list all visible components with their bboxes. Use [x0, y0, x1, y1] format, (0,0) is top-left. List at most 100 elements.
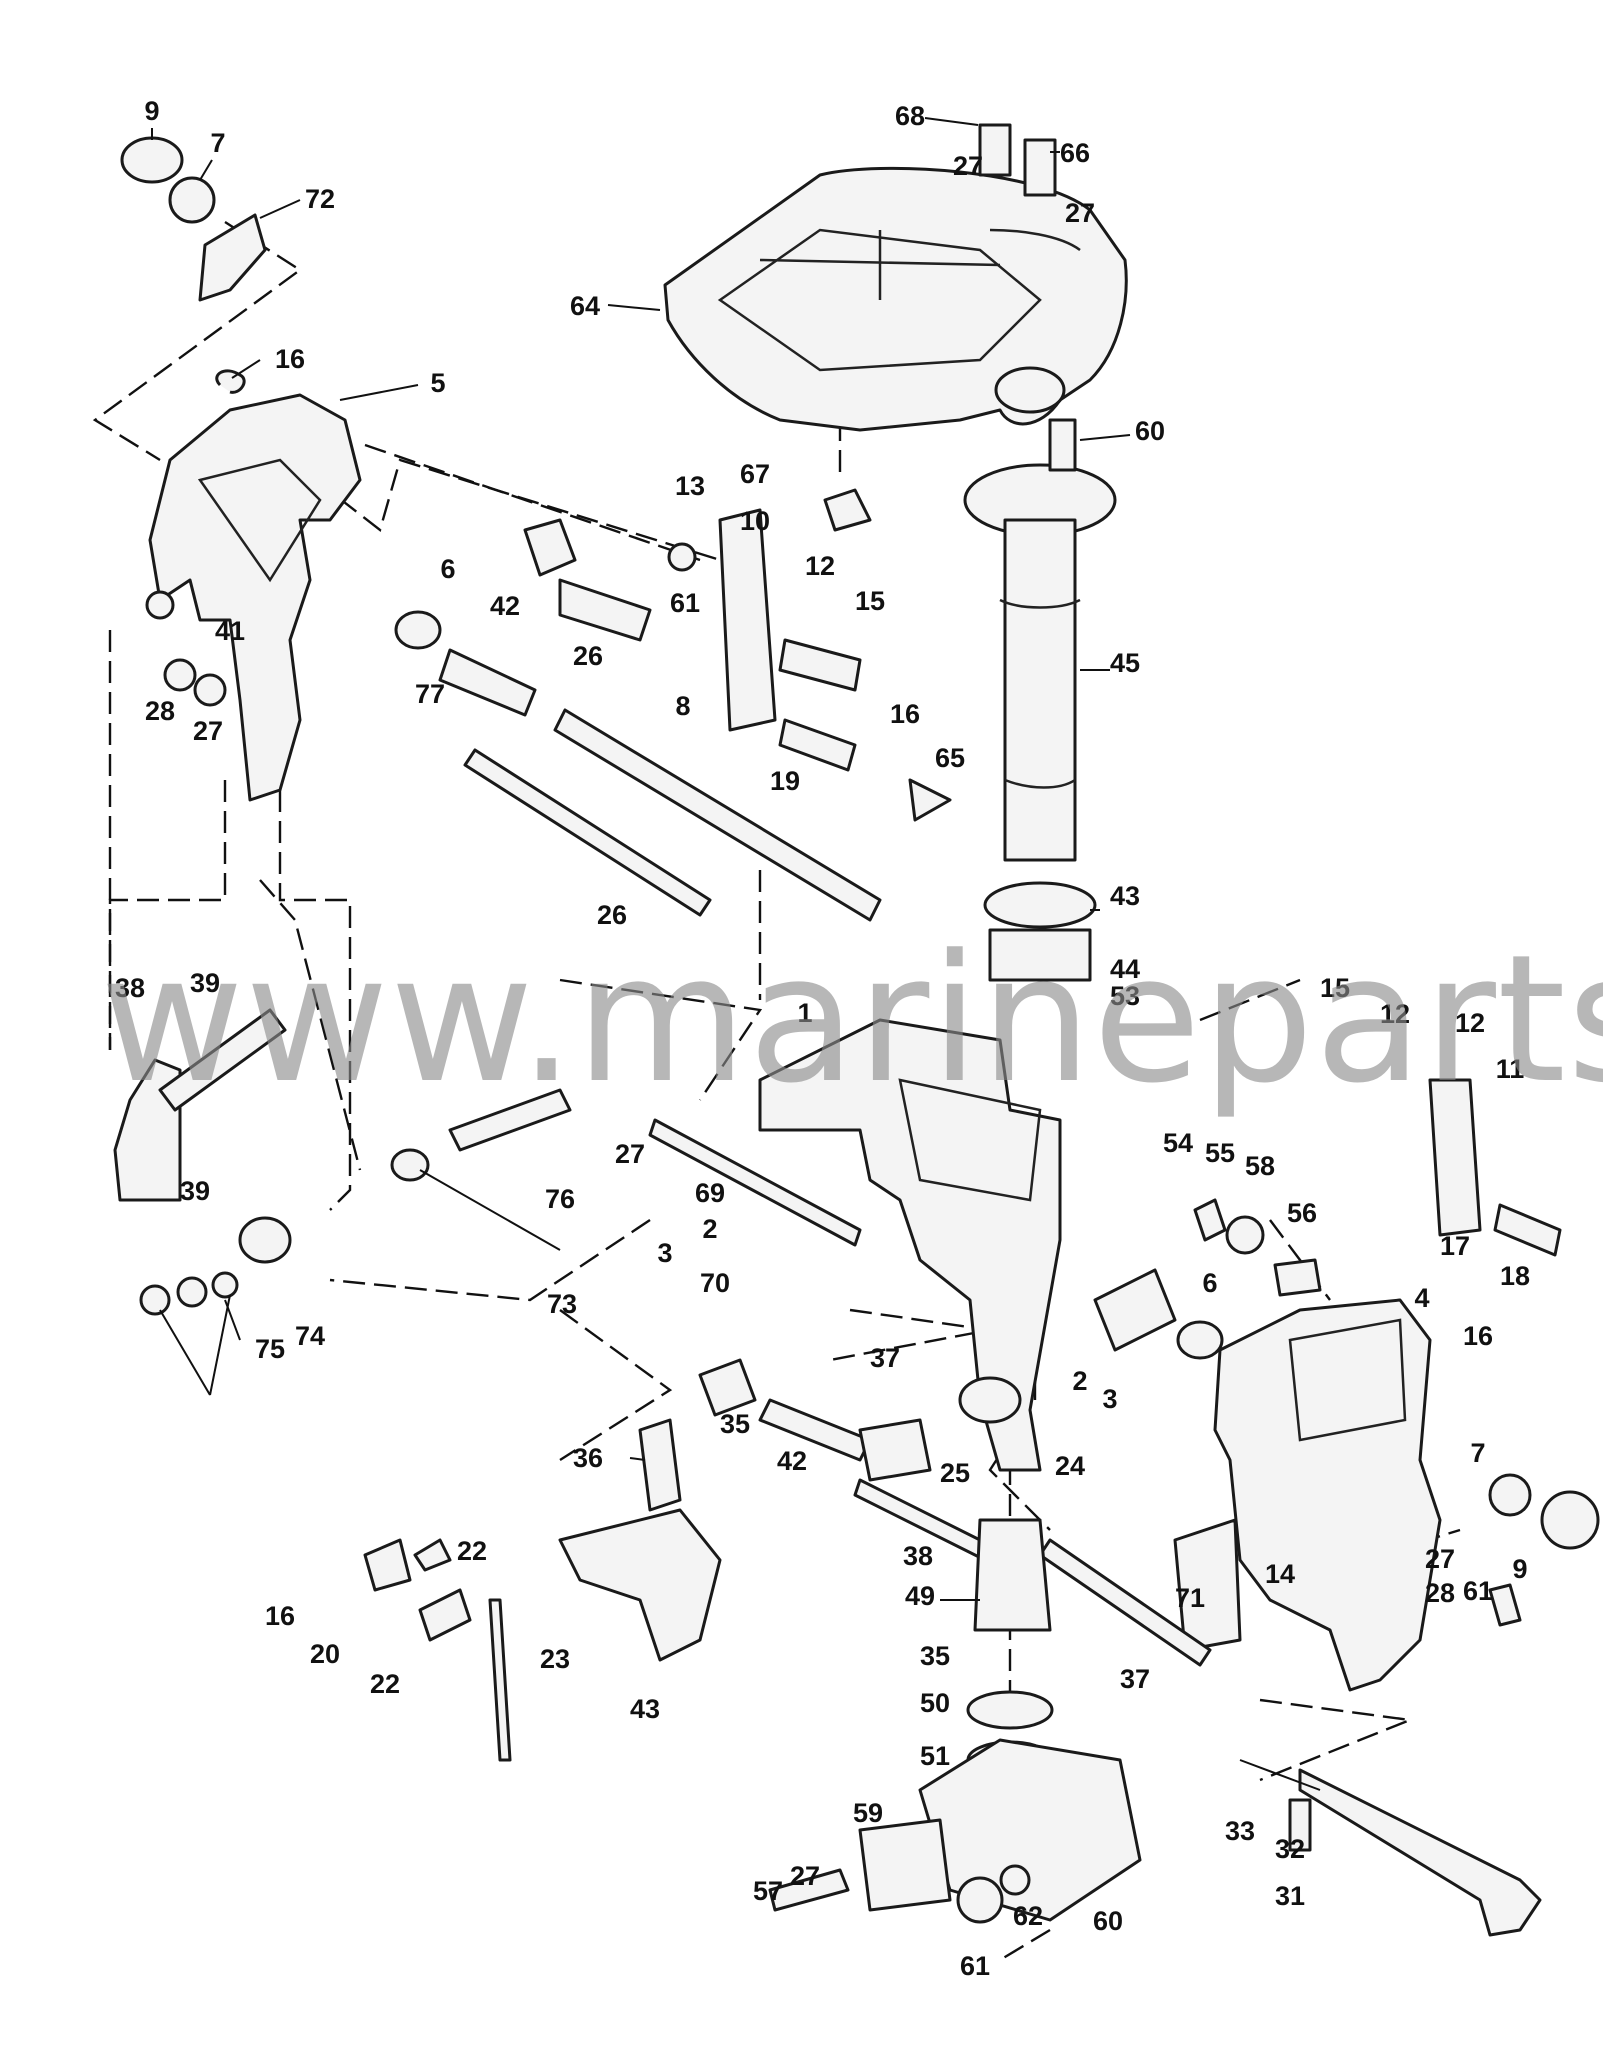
callout-label: 61 — [1463, 1576, 1493, 1606]
bracket-75 — [198, 213, 267, 302]
spring-34 — [638, 1418, 682, 1512]
washer-72-upper — [390, 1148, 430, 1182]
callout-label: 6 — [440, 554, 455, 584]
rod-26 — [648, 1118, 862, 1247]
callout-label: 9 — [1512, 1554, 1527, 1584]
callout-label: 5 — [430, 368, 445, 398]
callout-label: 6 — [1202, 1268, 1217, 1298]
callout-label: 1 — [797, 998, 812, 1028]
pin-62 — [1048, 418, 1077, 472]
rod-25 — [463, 748, 712, 917]
callout-label: 12 — [805, 551, 835, 581]
screw-57 — [1488, 1583, 1522, 1627]
callout-label: 7 — [1470, 1438, 1485, 1468]
callout-label: 38 — [903, 1541, 933, 1571]
callout-label: 66 — [1060, 138, 1090, 168]
callout-label: 16 — [265, 1601, 295, 1631]
washer-6-right — [1176, 1320, 1224, 1360]
callout-label: 61 — [670, 588, 700, 618]
sleeve-44 — [523, 518, 577, 577]
callout-label: 41 — [215, 616, 245, 646]
callout-label: 60 — [1093, 1906, 1123, 1936]
callout-label: 2 — [702, 1214, 717, 1244]
callout-label: 72 — [305, 184, 335, 214]
callout-label: 27 — [953, 151, 983, 181]
callout-label: 77 — [415, 679, 445, 709]
ring-49 — [966, 1690, 1054, 1730]
spring-66 — [908, 778, 952, 822]
callout-label: 27 — [615, 1139, 645, 1169]
callout-label: 44 — [1110, 954, 1140, 984]
callout-label: 4 — [1414, 1283, 1429, 1313]
lever-32 — [698, 1358, 757, 1417]
callout-label: 50 — [920, 1688, 950, 1718]
callout-label: 37 — [1120, 1664, 1150, 1694]
bushing-76 — [1093, 1268, 1177, 1352]
callout-label: 27 — [790, 1861, 820, 1891]
callout-label: 26 — [573, 641, 603, 671]
callout-label: 53 — [1110, 981, 1140, 1011]
lever-24 — [558, 578, 652, 642]
callout-label: 68 — [895, 101, 925, 131]
callout-label: 38 — [115, 973, 145, 1003]
callout-label: 55 — [1205, 1138, 1235, 1168]
bolt-68 — [1023, 138, 1057, 197]
spring-20 — [363, 1538, 412, 1592]
callout-label: 60 — [1135, 416, 1165, 446]
callout-label: 42 — [777, 1446, 807, 1476]
callout-label: 10 — [740, 506, 770, 536]
callout-label: 3 — [657, 1238, 672, 1268]
bracket-38 — [558, 1508, 722, 1662]
callout-label: 19 — [770, 766, 800, 796]
nut-7-right — [1488, 1473, 1532, 1517]
callout-label: 26 — [597, 900, 627, 930]
nut-7-top — [168, 176, 216, 224]
callout-label: 27 — [1425, 1544, 1455, 1574]
callout-label: 70 — [700, 1268, 730, 1298]
watermark-text: www.marineparts.eu — [100, 917, 1603, 1122]
callout-label: 16 — [1463, 1321, 1493, 1351]
callout-label: 22 — [457, 1536, 487, 1566]
callout-label: 16 — [275, 344, 305, 374]
callout-label: 17 — [1440, 1231, 1470, 1261]
callout-label: 64 — [570, 291, 600, 321]
callout-label: 54 — [1163, 1128, 1193, 1158]
callout-label: 14 — [1265, 1559, 1295, 1589]
callout-label: 39 — [190, 968, 220, 998]
shaft-8 — [553, 708, 882, 922]
callout-label: 74 — [295, 1321, 325, 1351]
cap-9-top — [120, 136, 184, 184]
callout-label: 35 — [920, 1641, 950, 1671]
lever-22 — [418, 1588, 472, 1642]
callout-label: 25 — [940, 1458, 970, 1488]
callout-label: 58 — [1245, 1151, 1275, 1181]
right-clamp-bracket-part — [1173, 1298, 1442, 1692]
bushing-77 — [438, 648, 537, 717]
left-clamp-bracket-part — [145, 393, 362, 802]
cap-9-right — [1540, 1490, 1600, 1550]
screw-53 — [1273, 1258, 1322, 1297]
callout-label: 59 — [853, 1798, 883, 1828]
lever-33 — [858, 1418, 932, 1482]
callout-label: 22 — [370, 1669, 400, 1699]
swivel-bracket-part — [758, 1018, 1062, 1472]
callout-label: 45 — [1110, 648, 1140, 678]
callout-labels: 9 7 72 16 5 64 68 66 27 27 60 67 13 10 1… — [115, 96, 1530, 1981]
callout-label: 56 — [1287, 1198, 1317, 1228]
callout-label: 32 — [1275, 1834, 1305, 1864]
callout-label: 67 — [740, 459, 770, 489]
callout-label: 33 — [1225, 1816, 1255, 1846]
knob-69 — [823, 488, 872, 532]
clamp-58 — [858, 1818, 952, 1912]
plate-10 — [718, 508, 777, 732]
center-lower-parts — [363, 1078, 1600, 1937]
callout-label: 43 — [1110, 881, 1140, 911]
callout-label: 75 — [255, 1334, 285, 1364]
callout-label: 24 — [1055, 1451, 1085, 1481]
callout-label: 35 — [720, 1409, 750, 1439]
callout-label: 7 — [210, 128, 225, 158]
washer-6-left — [394, 610, 442, 650]
callout-label: 18 — [1500, 1261, 1530, 1291]
rod-23 — [488, 1598, 512, 1762]
